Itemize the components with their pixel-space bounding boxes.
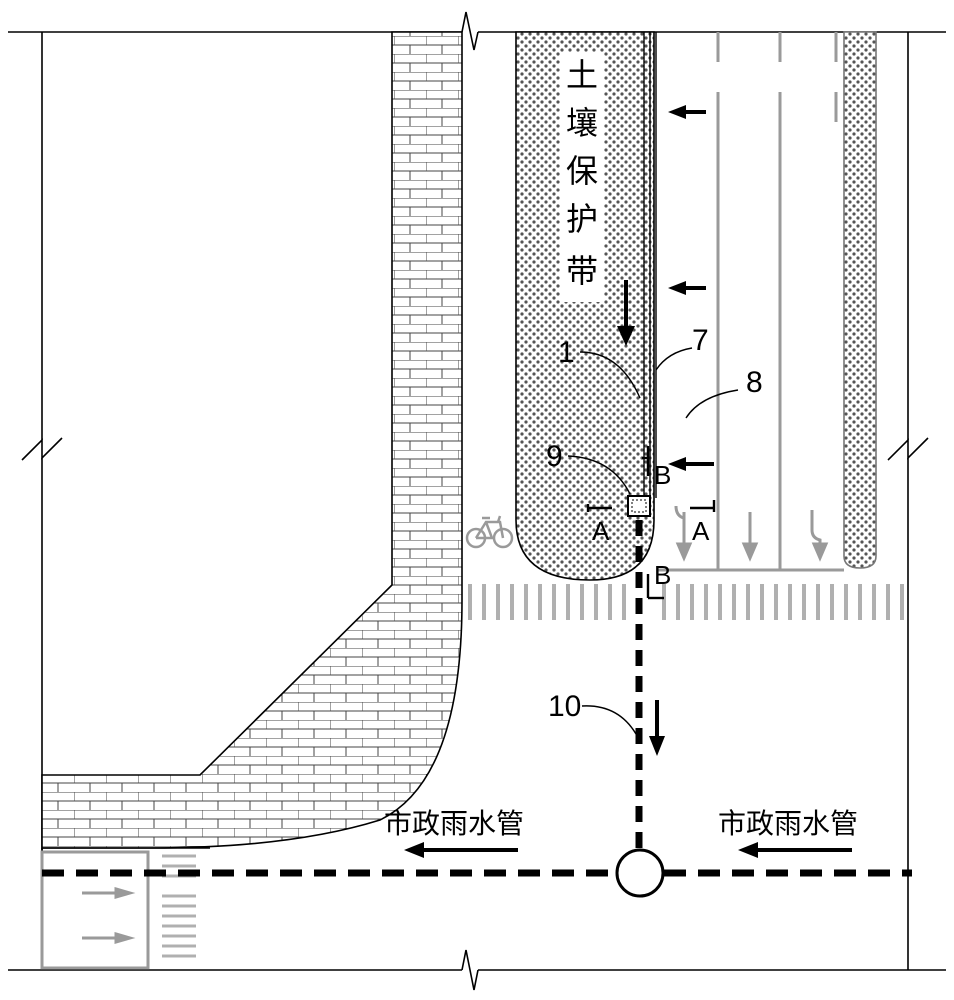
- section-b-bottom: B: [654, 560, 671, 590]
- surface-flow-arrows: [668, 105, 714, 471]
- callout-9: 9: [546, 440, 563, 473]
- soil-protection-band: [515, 31, 655, 581]
- section-b-marks: [642, 446, 664, 600]
- pipe-label-left: 市政雨水管: [384, 807, 524, 840]
- callout-1: 1: [558, 336, 575, 369]
- inspection-manhole: [615, 848, 665, 898]
- lane-arrow-icon: [674, 505, 829, 562]
- band-label-bg: [560, 52, 604, 302]
- side-road-markings: [40, 850, 150, 970]
- band-char-2: 壤: [566, 104, 598, 142]
- lane-markings: [658, 32, 844, 572]
- side-crosswalk: [162, 854, 196, 958]
- band-char-5: 带: [566, 252, 598, 290]
- callout-10: 10: [548, 690, 581, 723]
- drainage-channel: [643, 32, 657, 498]
- crosswalk: [468, 584, 904, 620]
- band-char-4: 护: [566, 200, 598, 238]
- callout-7: 7: [692, 324, 709, 357]
- callout-8: 8: [746, 366, 763, 399]
- section-a-right: A: [692, 516, 710, 546]
- down-arrow-icon: [617, 280, 635, 346]
- section-a-marks: [586, 500, 716, 512]
- catch-basin: [627, 495, 651, 517]
- pipe-label-right: 市政雨水管: [718, 807, 858, 840]
- callout-leaders: [567, 347, 739, 735]
- bicycle-icon: [465, 515, 514, 549]
- band-char-1: 土: [566, 56, 598, 94]
- pipe-flow-arrow: [649, 700, 665, 756]
- band-char-3: 保: [566, 152, 598, 190]
- section-a-left: A: [592, 516, 610, 546]
- section-b-top: B: [654, 460, 671, 490]
- brick-sidewalk: [41, 31, 463, 849]
- left-arrow-icon: [404, 842, 852, 858]
- median-island: [843, 31, 877, 569]
